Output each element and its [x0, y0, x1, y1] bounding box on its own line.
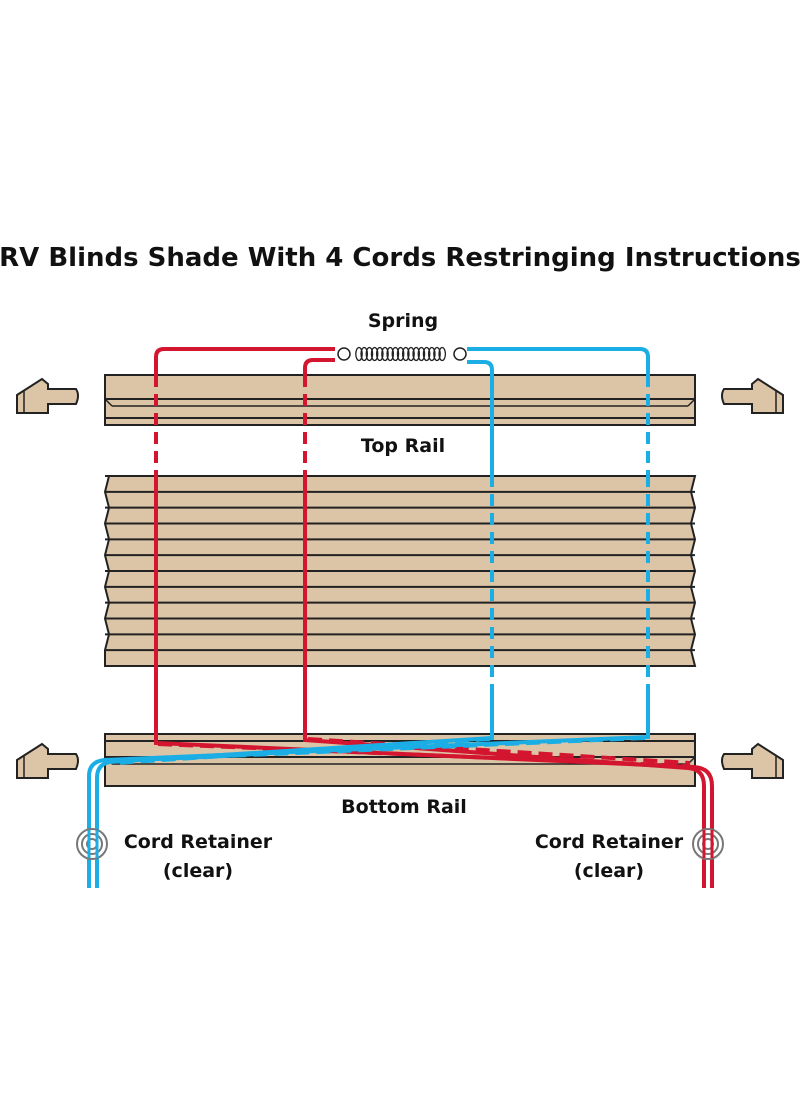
cord-retainer-left-sublabel: (clear)	[163, 860, 233, 882]
spring-loop	[438, 346, 447, 362]
bracket-top-right	[721, 377, 784, 414]
spring-loop	[386, 346, 395, 362]
spring-loop	[375, 346, 384, 362]
cord-retainer-right-label: Cord Retainer	[535, 831, 684, 853]
red-cord-inner	[303, 358, 706, 888]
spring-end-left	[337, 347, 351, 361]
spring-loop	[412, 346, 421, 362]
spring-loop	[355, 346, 363, 362]
spring-loop	[391, 346, 400, 362]
spring-loop	[370, 346, 379, 362]
spring-loop	[427, 346, 436, 362]
blue-cord-outer	[87, 347, 650, 888]
spring-loop	[407, 346, 415, 362]
spring-label: Spring	[368, 310, 438, 332]
spring-loop	[401, 346, 410, 362]
bottom-rail-label: Bottom Rail	[341, 796, 467, 818]
spring-loop	[365, 346, 374, 362]
spring-loop	[381, 346, 389, 362]
bracket-top-left	[16, 377, 79, 414]
red-cord-hidden-run	[157, 737, 691, 768]
blue-cord-inner	[95, 360, 494, 888]
cord-retainer-right	[692, 828, 724, 860]
bracket-bottom-right	[721, 742, 784, 779]
spring-end-right	[453, 347, 467, 361]
cord-retainer-left-label: Cord Retainer	[124, 831, 273, 853]
spring-loop	[422, 346, 431, 362]
diagram-title: RV Blinds Shade With 4 Cords Restringing…	[0, 243, 800, 273]
spring-loop	[433, 346, 441, 362]
spring-loop	[360, 346, 369, 362]
blue-cord-hidden-run	[109, 736, 646, 765]
top-rail-label: Top Rail	[361, 435, 445, 457]
spring-loop	[417, 346, 426, 362]
top-rail	[104, 374, 696, 426]
bracket-bottom-left	[16, 742, 79, 779]
spring-coil	[337, 346, 467, 362]
spring-loop	[396, 346, 405, 362]
pleated-fabric	[103, 475, 697, 667]
cord-retainer-right-sublabel: (clear)	[574, 860, 644, 882]
cord-retainer-left	[76, 828, 108, 860]
